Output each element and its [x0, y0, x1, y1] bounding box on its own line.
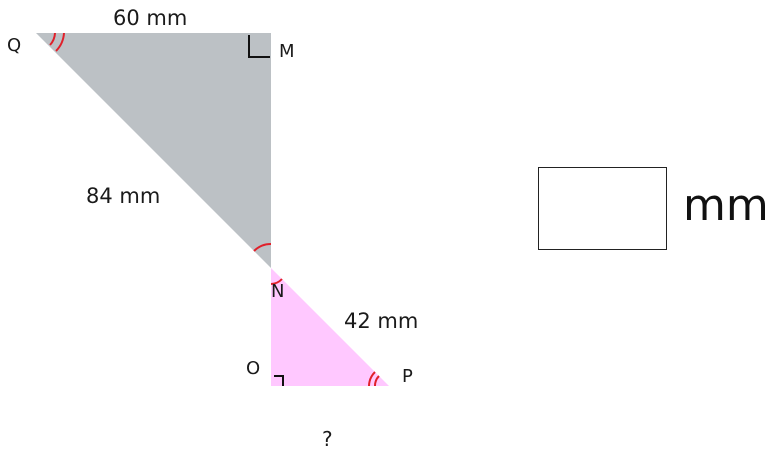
angle-arc-p-outer [368, 371, 376, 387]
vertex-label-q: Q [7, 35, 21, 56]
unknown-side-label: ? [322, 427, 333, 451]
triangle-qmn [36, 33, 271, 268]
angle-arc-n-bottom [270, 278, 283, 285]
answer-input[interactable] [538, 167, 667, 250]
right-angle-mark-o [274, 375, 284, 386]
vertex-label-p: P [402, 366, 413, 387]
angle-arc-q-outer [55, 32, 65, 52]
triangle-nop [271, 268, 389, 386]
length-label-np: 42 mm [344, 309, 418, 333]
answer-unit-label: mm [683, 180, 769, 231]
vertex-label-n: N [271, 281, 284, 302]
angle-arc-p-inner [373, 375, 380, 387]
vertex-label-m: M [279, 41, 295, 62]
vertex-label-o: O [246, 358, 260, 379]
length-label-qn: 84 mm [86, 184, 160, 208]
length-label-qm: 60 mm [113, 6, 187, 30]
angle-arc-q-inner [49, 32, 56, 46]
angle-arc-n-top [253, 242, 272, 252]
right-angle-mark-m [248, 35, 270, 58]
